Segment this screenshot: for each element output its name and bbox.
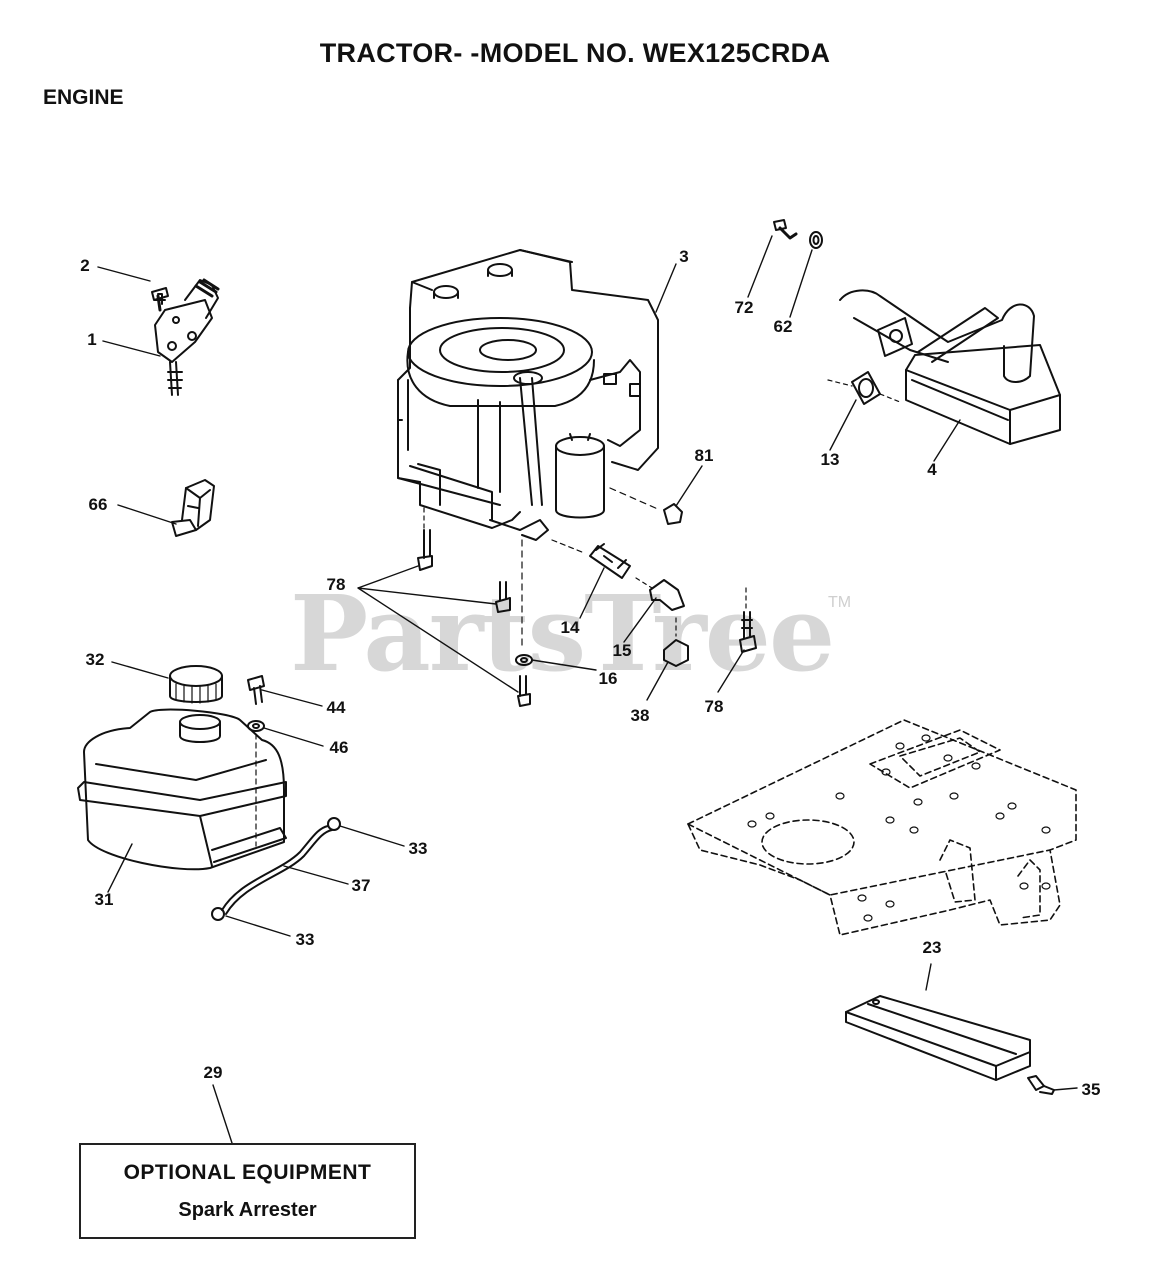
callout-78-left: 78 <box>326 575 346 594</box>
optional-equipment-box: OPTIONAL EQUIPMENT Spark Arrester <box>79 1143 416 1239</box>
bolt-part-78-a <box>417 507 433 571</box>
callout-16: 16 <box>598 669 618 688</box>
section-title: ENGINE <box>43 86 124 109</box>
callout-72: 72 <box>734 298 754 317</box>
callout-14: 14 <box>560 618 580 637</box>
hose-clamp-part-33-lower <box>211 907 225 921</box>
callout-66: 66 <box>88 495 108 514</box>
screw-part-44 <box>247 675 265 705</box>
callout-38: 38 <box>630 706 650 725</box>
callout-44: 44 <box>326 698 346 717</box>
hose-clamp-part-33-upper <box>327 817 341 831</box>
callout-13: 13 <box>820 450 840 469</box>
bracket-part-66 <box>171 479 215 537</box>
muffler-part <box>839 289 1061 445</box>
watermark-trademark: TM <box>828 594 852 611</box>
gasket-part-13 <box>827 371 901 405</box>
optional-equipment-heading: OPTIONAL EQUIPMENT <box>123 1161 372 1184</box>
callout-37: 37 <box>351 876 371 895</box>
callout-62: 62 <box>773 317 793 336</box>
elbow-part-15 <box>635 577 685 611</box>
frame-holes <box>747 734 1051 922</box>
callout-81: 81 <box>694 446 714 465</box>
bolt-part-78-b <box>495 581 511 613</box>
callout-1: 1 <box>87 330 97 349</box>
callout-32: 32 <box>85 650 105 669</box>
screw-part-2 <box>151 287 169 312</box>
screw-part-35 <box>1027 1075 1055 1095</box>
optional-equipment-item: Spark Arrester <box>178 1199 317 1221</box>
fuel-tank-part-31 <box>77 708 287 871</box>
heat-shield-part-23 <box>845 995 1031 1081</box>
leader-lines <box>97 235 1078 1144</box>
washer-part-16 <box>515 654 533 666</box>
callout-46: 46 <box>329 738 349 757</box>
callout-33-upper: 33 <box>408 839 428 858</box>
nipple-part-14 <box>551 539 631 579</box>
bolt-part-72 <box>773 219 798 240</box>
washer-part-46 <box>247 720 265 847</box>
callout-23: 23 <box>922 938 942 957</box>
nut-part-81 <box>609 487 683 525</box>
bolt-part-78-d <box>739 587 757 653</box>
fuel-cap-part-32 <box>169 665 223 704</box>
callout-35: 35 <box>1081 1080 1101 1099</box>
nut-part-38 <box>663 617 689 667</box>
callout-3: 3 <box>679 247 689 266</box>
diagram-title: TRACTOR- -MODEL NO. WEX125CRDA <box>319 38 831 68</box>
callout-33-lower: 33 <box>295 930 315 949</box>
bolt-part-78-c <box>517 539 531 707</box>
callout-4: 4 <box>927 460 937 479</box>
callout-78-right: 78 <box>704 697 724 716</box>
engine-part <box>397 249 659 541</box>
callout-29: 29 <box>203 1063 223 1082</box>
callout-31: 31 <box>94 890 114 909</box>
throttle-control-part <box>154 278 220 396</box>
gasket-part-62 <box>809 231 823 249</box>
fuel-hose-part-37 <box>221 825 333 915</box>
frame-chassis-part <box>687 719 1077 936</box>
callout-2: 2 <box>80 256 90 275</box>
callout-15: 15 <box>612 641 632 660</box>
